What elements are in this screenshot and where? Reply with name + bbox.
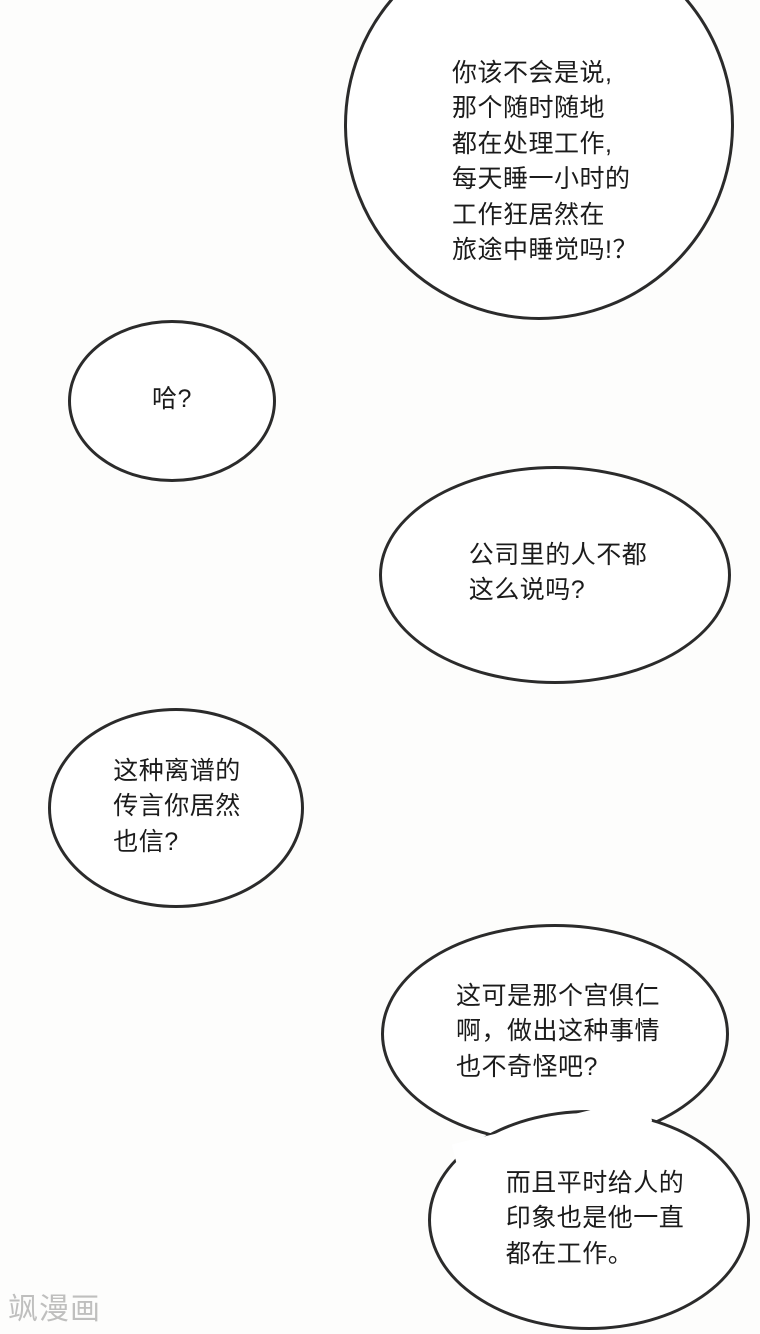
speech-bubble-ha-text: 哈?	[152, 385, 192, 414]
watermark-text: 飒漫画	[8, 1292, 101, 1327]
speech-bubble-rumor: 这种离谱的 传言你居然 也信?	[48, 708, 304, 908]
speech-bubble-gong: 这可是那个宫俱仁 啊，做出这种事情 也不奇怪吧?	[381, 924, 729, 1144]
speech-bubble-impression: 而且平时给人的 印象也是他一直 都在工作。	[428, 1110, 750, 1330]
speech-bubble-gong-text: 这可是那个宫俱仁 啊，做出这种事情 也不奇怪吧?	[455, 981, 660, 1081]
speech-bubble-impression-text: 而且平时给人的 印象也是他一直 都在工作。	[505, 1168, 685, 1268]
speech-bubble-top-right-text: 你该不会是说, 那个随时随地 都在处理工作, 每天睡一小时的 工作狂居然在 旅途…	[452, 58, 638, 265]
speech-bubble-company-text: 公司里的人不都 这么说吗?	[468, 540, 648, 605]
speech-bubble-ha: 哈?	[68, 320, 276, 482]
speech-bubble-top-right: 你该不会是说, 那个随时随地 都在处理工作, 每天睡一小时的 工作狂居然在 旅途…	[344, 0, 734, 320]
speech-bubble-company: 公司里的人不都 这么说吗?	[379, 466, 731, 684]
watermark: 飒漫画	[8, 1284, 101, 1328]
speech-bubble-rumor-text: 这种离谱的 传言你居然 也信?	[113, 756, 241, 856]
